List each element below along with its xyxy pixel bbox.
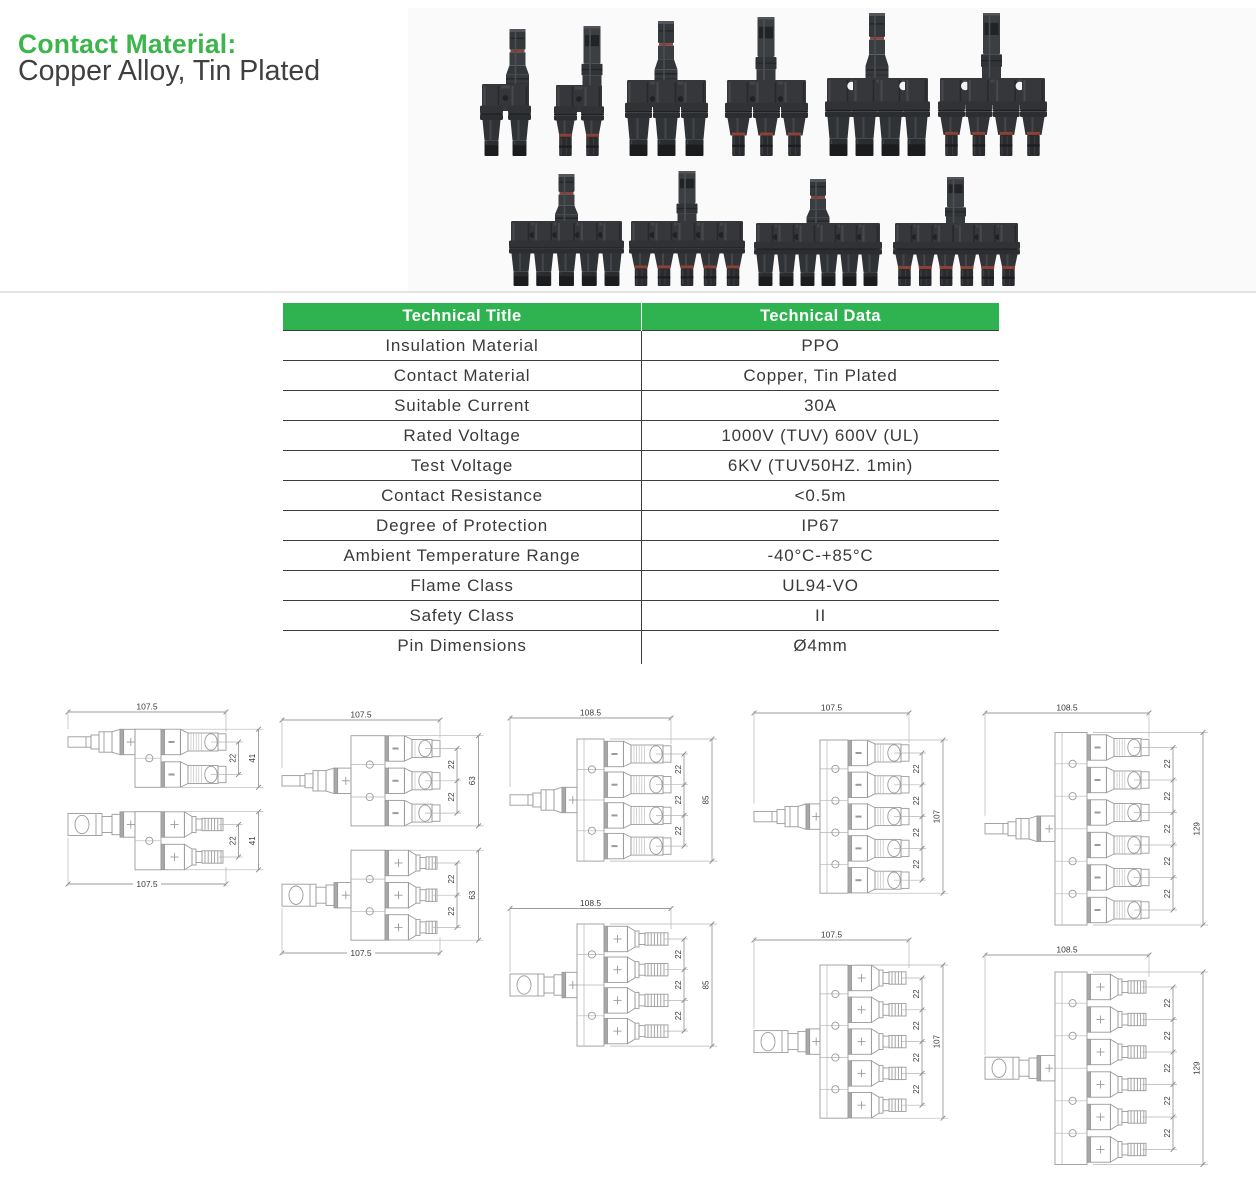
svg-text:107.5: 107.5 — [136, 702, 158, 712]
svg-text:22: 22 — [912, 989, 921, 998]
svg-text:63: 63 — [468, 890, 477, 899]
svg-text:85: 85 — [702, 980, 711, 989]
svg-text:22: 22 — [1163, 889, 1172, 898]
svg-text:129: 129 — [1193, 822, 1202, 836]
svg-text:22: 22 — [674, 980, 683, 989]
svg-text:22: 22 — [912, 1021, 921, 1030]
svg-text:22: 22 — [1163, 1096, 1172, 1105]
svg-text:22: 22 — [229, 836, 238, 845]
svg-text:22: 22 — [447, 906, 456, 915]
svg-text:22: 22 — [912, 1053, 921, 1062]
svg-text:107.5: 107.5 — [136, 879, 158, 889]
svg-text:22: 22 — [912, 859, 921, 868]
svg-text:22: 22 — [912, 1084, 921, 1093]
svg-text:22: 22 — [447, 760, 456, 769]
svg-text:107.5: 107.5 — [350, 948, 372, 958]
svg-text:22: 22 — [1163, 998, 1172, 1007]
svg-text:108.5: 108.5 — [1056, 703, 1078, 713]
svg-text:107.5: 107.5 — [821, 703, 843, 713]
svg-text:108.5: 108.5 — [1056, 945, 1078, 955]
svg-text:22: 22 — [912, 764, 921, 773]
svg-text:22: 22 — [1163, 1031, 1172, 1040]
svg-text:22: 22 — [1163, 856, 1172, 865]
svg-text:41: 41 — [248, 753, 257, 762]
svg-text:22: 22 — [1163, 759, 1172, 768]
svg-text:22: 22 — [1163, 1128, 1172, 1137]
svg-text:107.5: 107.5 — [350, 710, 372, 720]
svg-text:22: 22 — [447, 874, 456, 883]
svg-text:22: 22 — [674, 795, 683, 804]
svg-text:22: 22 — [229, 753, 238, 762]
svg-text:41: 41 — [248, 836, 257, 845]
svg-text:22: 22 — [1163, 1063, 1172, 1072]
svg-text:22: 22 — [674, 764, 683, 773]
svg-text:22: 22 — [447, 792, 456, 801]
svg-text:63: 63 — [468, 776, 477, 785]
svg-text:22: 22 — [1163, 824, 1172, 833]
svg-text:107.5: 107.5 — [821, 930, 843, 940]
svg-text:108.5: 108.5 — [580, 708, 602, 718]
svg-text:129: 129 — [1193, 1061, 1202, 1075]
svg-text:22: 22 — [674, 1011, 683, 1020]
svg-text:108.5: 108.5 — [580, 898, 602, 908]
svg-text:22: 22 — [674, 826, 683, 835]
svg-text:107: 107 — [933, 809, 942, 823]
svg-text:22: 22 — [912, 796, 921, 805]
svg-text:22: 22 — [1163, 791, 1172, 800]
svg-text:85: 85 — [702, 795, 711, 804]
svg-text:22: 22 — [674, 949, 683, 958]
svg-text:107: 107 — [933, 1034, 942, 1048]
svg-text:22: 22 — [912, 828, 921, 837]
